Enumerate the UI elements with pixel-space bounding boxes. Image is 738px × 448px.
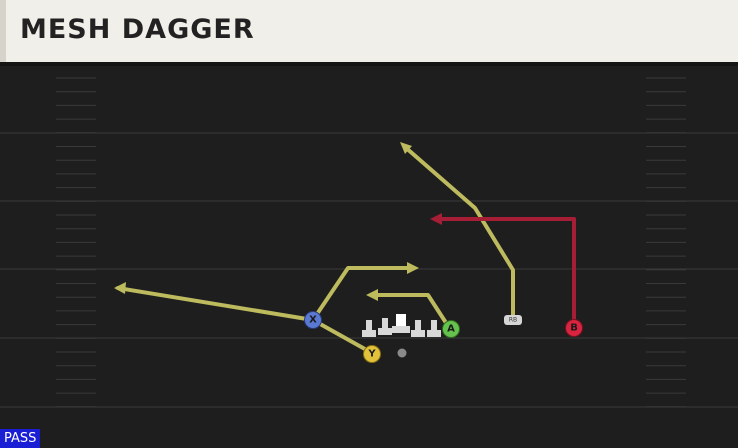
quarterback-dot bbox=[397, 348, 407, 358]
route-rb-arrow bbox=[400, 142, 412, 154]
route-x-drag bbox=[116, 286, 315, 322]
route-y bbox=[311, 318, 374, 355]
lineman-icon bbox=[362, 320, 376, 337]
player-x-label: X bbox=[309, 315, 317, 326]
route-x-drag-arrow bbox=[114, 282, 126, 294]
title-accent bbox=[0, 0, 6, 62]
player-rb: RB bbox=[504, 315, 522, 325]
route-a-mesh-arrow bbox=[366, 289, 378, 301]
player-a: A bbox=[442, 320, 460, 338]
center-icon bbox=[392, 314, 410, 333]
route-rb bbox=[403, 145, 515, 320]
player-y-label: Y bbox=[367, 349, 376, 360]
play-title-bar: MESH DAGGER bbox=[0, 0, 738, 62]
routes bbox=[114, 142, 576, 355]
player-y: Y bbox=[363, 345, 381, 363]
player-b-label: B bbox=[570, 323, 578, 334]
hash-marks-right bbox=[646, 77, 686, 408]
route-x-dig bbox=[311, 266, 414, 322]
route-b-dagger-arrow bbox=[430, 213, 442, 225]
player-b: B bbox=[565, 319, 583, 337]
play-type-badge: PASS bbox=[0, 429, 41, 448]
hash-marks-left bbox=[56, 77, 96, 408]
lineman-icon bbox=[427, 320, 441, 337]
offensive-line bbox=[362, 314, 441, 337]
player-rb-label: RB bbox=[509, 317, 517, 324]
route-a-mesh bbox=[371, 293, 452, 331]
lineman-icon bbox=[378, 318, 392, 335]
lineman-icon bbox=[411, 320, 425, 337]
route-b-dagger bbox=[435, 217, 576, 329]
title-shadow bbox=[0, 62, 738, 66]
route-x-dig-arrow bbox=[407, 262, 419, 274]
play-title: MESH DAGGER bbox=[20, 14, 255, 45]
player-x: X bbox=[304, 311, 322, 329]
player-a-label: A bbox=[447, 324, 455, 335]
